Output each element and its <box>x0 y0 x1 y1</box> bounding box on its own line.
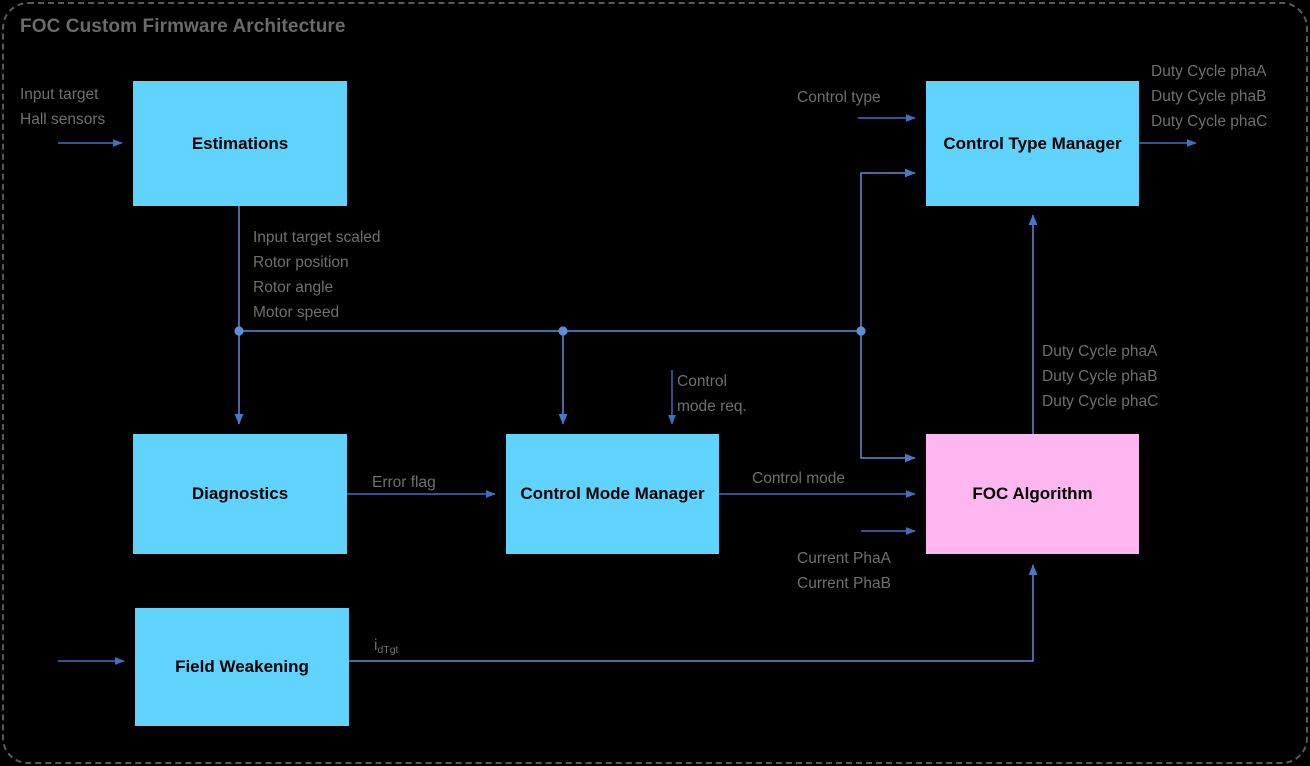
block-field-weakening[interactable]: Field Weakening <box>135 608 349 726</box>
signal-label-error-flag: Error flag <box>372 474 436 491</box>
signal-label-input-hall: Input target Hall sensors <box>20 86 106 129</box>
wire-bus-to-foc <box>860 331 916 463</box>
signal-label-control-mode-req: Control mode req. <box>677 373 747 416</box>
wire-fw-to-foc <box>349 564 1038 662</box>
block-control-mode-manager[interactable]: Control Mode Manager <box>506 434 719 554</box>
signal-label-duty-out: Duty Cycle phaA Duty Cycle phaB Duty Cyc… <box>1151 63 1268 131</box>
signal-label-current-phases: Current PhaA Current PhaB <box>797 550 891 593</box>
signal-label-estimation-bus: Input target scaled Rotor position Rotor… <box>253 229 381 322</box>
signal-label-control-mode: Control mode <box>752 470 846 487</box>
block-estimations-label: Estimations <box>191 133 289 153</box>
wire-bus-to-ctm <box>860 168 916 331</box>
signal-label-duty-feedback: Duty Cycle phaA Duty Cycle phaB Duty Cyc… <box>1042 343 1159 411</box>
block-foc-algorithm[interactable]: FOC Algorithm <box>926 434 1139 554</box>
signal-label-control-type: Control type <box>797 89 881 106</box>
junction-dots <box>234 326 866 336</box>
junction-dot-cmm <box>558 326 568 336</box>
block-control-type-manager[interactable]: Control Type Manager <box>926 81 1139 206</box>
block-diagnostics-label: Diagnostics <box>191 484 289 504</box>
block-diagnostics[interactable]: Diagnostics <box>133 434 347 554</box>
block-control-mode-manager-label: Control Mode Manager <box>520 484 705 504</box>
junction-dot-right <box>856 326 866 336</box>
block-control-type-manager-label: Control Type Manager <box>943 133 1122 153</box>
signal-label-id-target: idTgt <box>374 637 399 656</box>
block-field-weakening-label: Field Weakening <box>175 657 309 677</box>
block-estimations[interactable]: Estimations <box>133 81 347 206</box>
junction-dot-estimations <box>234 326 244 336</box>
block-foc-algorithm-label: FOC Algorithm <box>972 484 1093 504</box>
page-title: FOC Custom Firmware Architecture <box>20 16 346 37</box>
